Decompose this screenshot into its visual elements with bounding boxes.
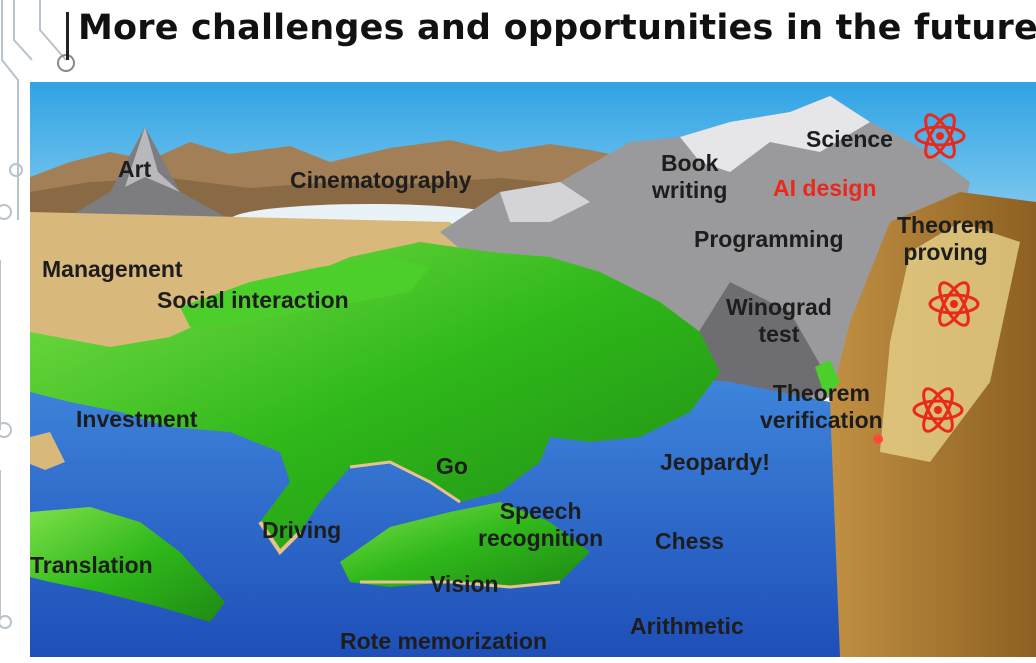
label-book-writing: Book writing <box>652 150 728 204</box>
label-ai-design: AI design <box>773 175 877 201</box>
label-cinematography: Cinematography <box>290 167 472 193</box>
label-chess: Chess <box>655 528 725 554</box>
label-vision: Vision <box>430 571 499 597</box>
label-jeopardy: Jeopardy! <box>660 449 770 475</box>
label-theorem-verification: Theorem verification <box>760 380 883 434</box>
label-translation: Translation <box>30 552 153 578</box>
label-rote-memorization: Rote memorization <box>340 628 548 654</box>
slide-title: More challenges and opportunities in the… <box>78 8 1036 48</box>
atom-icon <box>914 113 966 159</box>
circuit-decoration <box>0 0 75 629</box>
label-go: Go <box>436 453 468 479</box>
location-pin-icon <box>873 434 883 444</box>
title-accent-bar <box>66 12 69 60</box>
label-programming: Programming <box>694 226 844 252</box>
label-winograd-test: Winograd test <box>726 294 832 348</box>
label-art: Art <box>118 156 152 182</box>
label-arithmetic: Arithmetic <box>630 613 744 639</box>
label-driving: Driving <box>262 517 342 543</box>
atom-icon <box>912 387 964 433</box>
label-investment: Investment <box>76 406 198 432</box>
label-speech-recognition: Speech recognition <box>478 498 604 552</box>
label-theorem-proving: Theorem proving <box>897 212 995 266</box>
landscape-illustration <box>30 82 1036 657</box>
label-social-interaction: Social interaction <box>157 287 349 313</box>
label-science: Science <box>806 126 893 152</box>
label-management: Management <box>42 256 183 282</box>
atom-icon <box>928 281 980 327</box>
